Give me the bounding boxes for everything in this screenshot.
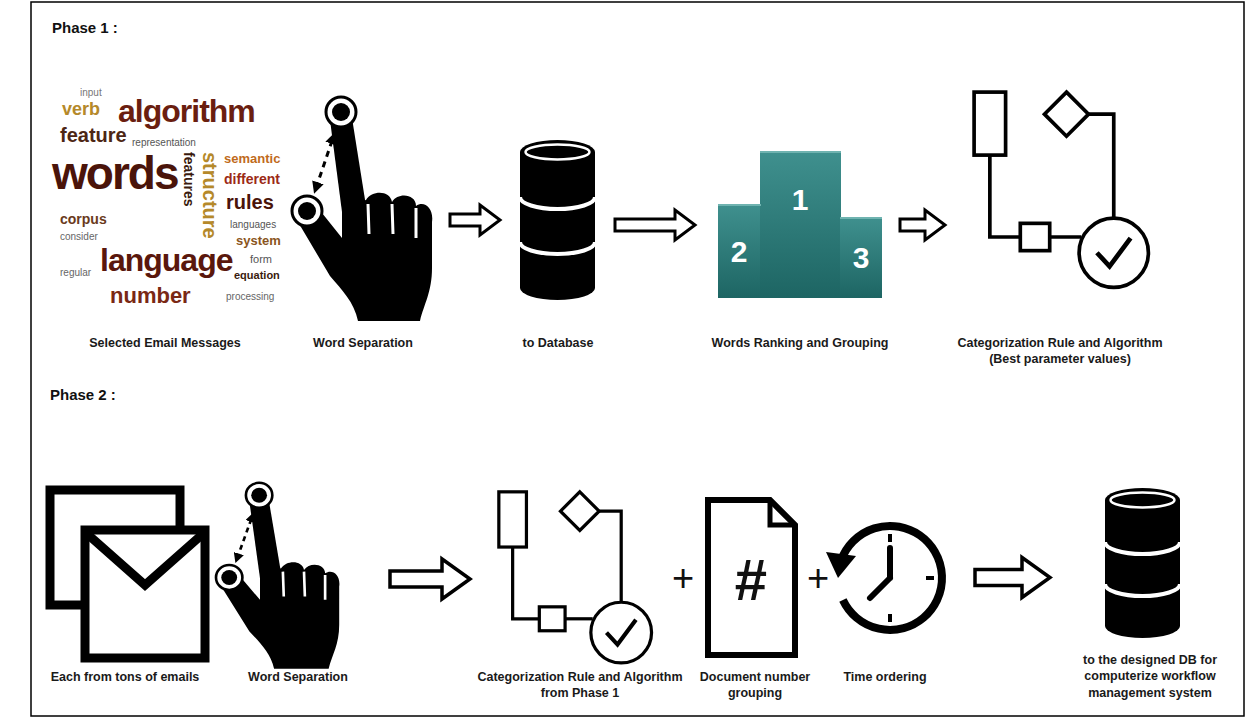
phase-heading: Phase 1 : — [52, 20, 118, 35]
database-band — [520, 197, 595, 254]
caption-box: Categorization Rule and Algorithm from P… — [465, 669, 695, 702]
caption-box: Word Separation — [218, 669, 378, 685]
database-top — [1111, 493, 1175, 508]
cloud-word: different — [224, 172, 280, 186]
caption-box: Words Ranking and Grouping — [690, 335, 910, 351]
cloud-word: form — [250, 254, 272, 265]
cloud-word: processing — [226, 292, 274, 302]
database-top — [526, 145, 590, 160]
plus-sign: + — [672, 559, 694, 597]
cloud-word: rules — [226, 192, 274, 212]
cloud-word: number — [110, 285, 191, 307]
hand-icon — [292, 97, 432, 321]
podium-block — [718, 205, 761, 298]
ranking-node: Words Ranking and Grouping — [695, 140, 900, 310]
email-node: Each from tons of emails — [45, 480, 210, 670]
hash-symbol: # — [735, 551, 767, 609]
clock-tick — [890, 534, 934, 622]
node-caption: Words Ranking and Grouping — [690, 335, 910, 351]
algorithm-node: Categorization Rule and Algorithm (Best … — [945, 85, 1160, 310]
document-page — [708, 500, 795, 655]
document-fold — [770, 500, 795, 525]
node-caption: Word Separation — [283, 335, 443, 351]
node-caption: Categorization Rule and Algorithm (Best … — [943, 335, 1178, 368]
algorithm-node: Categorization Rule and Algorithm from P… — [470, 488, 675, 678]
clock-hand — [870, 548, 890, 598]
cloud-word: representation — [132, 138, 196, 148]
node-caption: to Database — [483, 335, 633, 351]
cloud-word: equation — [234, 270, 280, 281]
cloud-word: corpus — [60, 212, 107, 226]
cloud-word: algorithm — [118, 95, 255, 127]
caption-box: Categorization Rule and Algorithm (Best … — [943, 335, 1178, 368]
cloud-word: verb — [62, 100, 100, 118]
podium-edge — [718, 152, 882, 218]
caption-box: Document number grouping — [695, 669, 815, 702]
podium-icon — [718, 152, 882, 298]
node-caption: Each from tons of emails — [40, 669, 210, 685]
caption-box: Selected Email Messages — [45, 335, 285, 351]
flow-arrow — [900, 210, 945, 240]
cloud-word: regular — [60, 268, 91, 278]
plus-sign: + — [807, 559, 829, 597]
database-icon — [520, 140, 595, 300]
rank-number: 2 — [731, 237, 748, 267]
node-caption: Time ordering — [825, 669, 945, 685]
cloud-word: words — [52, 150, 177, 196]
node-caption: to the designed DB for computerize workf… — [1063, 652, 1238, 701]
node-caption: Selected Email Messages — [45, 335, 285, 351]
cloud-word: languages — [230, 220, 276, 230]
database-node: to the designed DB for computerize workf… — [1050, 485, 1235, 660]
document-icon — [708, 500, 795, 655]
envelopes-icon — [50, 490, 205, 658]
database-body — [520, 140, 595, 300]
clock-icon — [826, 526, 942, 630]
phase-heading: Phase 2 : — [50, 387, 116, 402]
caption-box: Word Separation — [283, 335, 443, 351]
caption-box: Each from tons of emails — [40, 669, 210, 685]
database-body — [1105, 488, 1180, 638]
cloud-word: feature — [60, 125, 127, 145]
envelope-flap — [85, 532, 205, 585]
clock-arrowhead — [826, 552, 856, 578]
flow-arrow — [450, 205, 500, 235]
caption-box: to the designed DB for computerize workf… — [1063, 652, 1238, 701]
caption-box: Time ordering — [825, 669, 945, 685]
outer-frame — [31, 2, 1244, 716]
flow-arrow — [615, 210, 695, 240]
podium-block — [840, 218, 882, 298]
cloud-word: features — [182, 152, 196, 206]
node-caption: Categorization Rule and Algorithm from P… — [465, 669, 695, 702]
clock-arc — [841, 526, 942, 630]
cloud-word: input — [80, 88, 102, 98]
envelope-front — [85, 530, 205, 658]
database-node: to Database — [500, 130, 615, 310]
podium-block — [760, 152, 841, 298]
database-band — [1105, 542, 1180, 596]
cloud-word: system — [236, 234, 281, 247]
database-icon — [1105, 488, 1180, 638]
flow-arrow — [390, 559, 470, 599]
node-caption: Word Separation — [218, 669, 378, 685]
hand-icon — [216, 483, 339, 669]
node-caption: Document number grouping — [695, 669, 815, 702]
rank-number: 1 — [792, 185, 809, 215]
cloud-word: language — [100, 244, 232, 276]
flow-arrow — [975, 558, 1050, 598]
rank-number: 3 — [853, 243, 870, 273]
caption-box: to Database — [483, 335, 633, 351]
gesture-node: Word Separation — [290, 95, 450, 315]
flowchart-icon — [974, 92, 1148, 287]
flowchart-icon — [499, 492, 652, 663]
cloud-word: structure — [200, 152, 220, 239]
gesture-node: Word Separation — [215, 480, 390, 670]
clock-node: Time ordering — [835, 505, 975, 650]
cloud-word: consider — [60, 232, 98, 242]
cloud-word: semantic — [224, 152, 280, 165]
